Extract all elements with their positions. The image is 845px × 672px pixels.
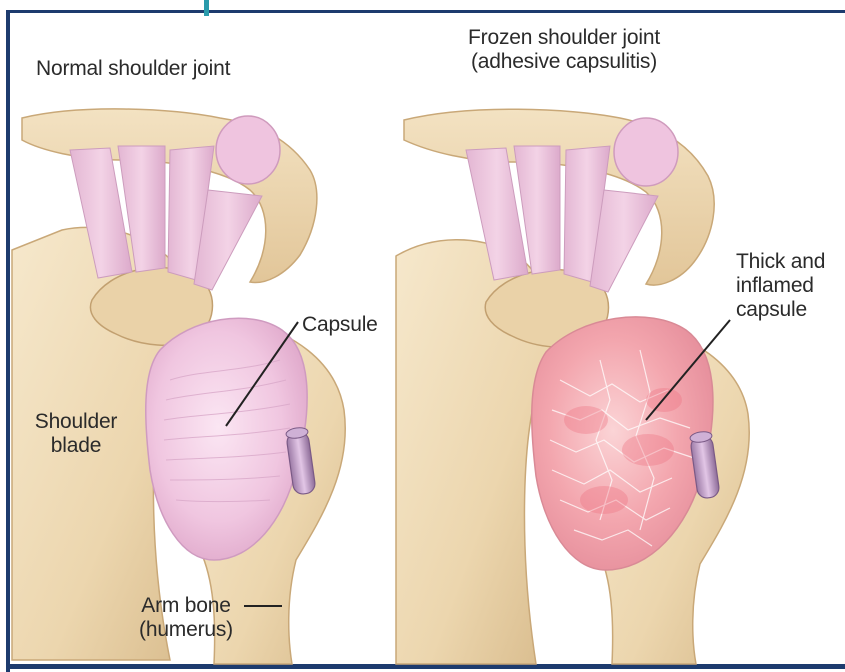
normal-shoulder-drawing <box>12 109 345 664</box>
normal-shoulder-title: Normal shoulder joint <box>36 57 230 81</box>
arm-bone-label-line2: (humerus) <box>134 618 238 642</box>
shoulder-blade-label: Shoulder blade <box>26 410 126 458</box>
frozen-shoulder-drawing <box>396 109 749 664</box>
ac-joint-capsule <box>216 116 280 184</box>
inflamed-capsule-label-line1: Thick and <box>736 250 825 274</box>
shoulder-blade-label-line1: Shoulder <box>26 410 126 434</box>
frozen-shoulder-title-line1: Frozen shoulder joint <box>446 26 682 50</box>
arm-bone-label-line1: Arm bone <box>134 594 238 618</box>
capsule-label: Capsule <box>302 313 378 337</box>
frozen-shoulder-title-line2: (adhesive capsulitis) <box>446 50 682 74</box>
inflamed-capsule-label-line2: inflamed <box>736 274 825 298</box>
frozen-shoulder-title: Frozen shoulder joint (adhesive capsulit… <box>446 26 682 74</box>
ac-joint-capsule-right <box>614 118 678 186</box>
arm-bone-label: Arm bone (humerus) <box>134 594 238 642</box>
inflamed-capsule-label: Thick and inflamed capsule <box>736 250 825 322</box>
shoulder-blade-label-line2: blade <box>26 434 126 458</box>
inflamed-capsule-label-line3: capsule <box>736 298 825 322</box>
